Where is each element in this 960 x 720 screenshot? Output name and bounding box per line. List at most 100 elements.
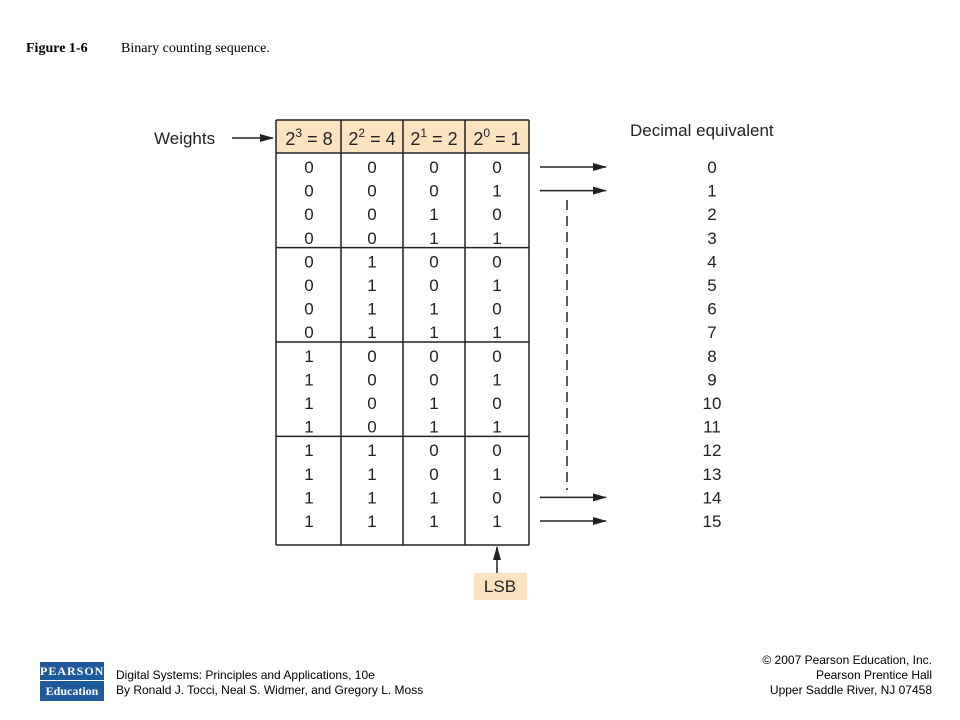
bit-r9-c1: 0 <box>367 370 376 389</box>
decimal-equivalent-label: Decimal equivalent <box>630 121 774 140</box>
bit-r4-c0: 0 <box>304 252 313 271</box>
bit-r5-c2: 0 <box>429 276 438 295</box>
logo-line-1: PEARSON <box>40 662 104 681</box>
bit-r3-c1: 0 <box>367 229 376 248</box>
bit-r15-c1: 1 <box>367 512 376 531</box>
footer-authors: By Ronald J. Tocci, Neal S. Widmer, and … <box>116 683 424 697</box>
decimal-value-9: 9 <box>707 370 716 389</box>
bit-r3-c3: 1 <box>492 229 501 248</box>
bit-r9-c0: 1 <box>304 370 313 389</box>
bit-r7-c3: 1 <box>492 323 501 342</box>
bit-r3-c0: 0 <box>304 229 313 248</box>
decimal-value-15: 15 <box>703 512 722 531</box>
decimal-value-7: 7 <box>707 323 716 342</box>
bit-r10-c3: 0 <box>492 394 501 413</box>
bit-r2-c3: 0 <box>492 205 501 224</box>
lsb-box <box>474 573 527 600</box>
decimal-value-3: 3 <box>707 229 716 248</box>
weight-header-1: 22 = 4 <box>348 126 395 149</box>
bit-r13-c3: 1 <box>492 465 501 484</box>
bit-r6-c0: 0 <box>304 300 313 319</box>
bit-r12-c0: 1 <box>304 441 313 460</box>
bit-r5-c1: 1 <box>367 276 376 295</box>
bit-r12-c2: 0 <box>429 441 438 460</box>
decimal-value-8: 8 <box>707 347 716 366</box>
bit-r2-c1: 0 <box>367 205 376 224</box>
bit-r5-c0: 0 <box>304 276 313 295</box>
bit-r14-c3: 0 <box>492 488 501 507</box>
bit-r0-c3: 0 <box>492 158 501 177</box>
bit-r6-c2: 1 <box>429 300 438 319</box>
decimal-value-5: 5 <box>707 276 716 295</box>
decimal-value-0: 0 <box>707 158 716 177</box>
footer-book-title: Digital Systems: Principles and Applicat… <box>116 668 375 682</box>
weight-header-0: 23 = 8 <box>285 126 332 149</box>
bit-r14-c1: 1 <box>367 488 376 507</box>
bit-r3-c2: 1 <box>429 229 438 248</box>
bit-r4-c2: 0 <box>429 252 438 271</box>
bit-r1-c0: 0 <box>304 182 313 201</box>
figure-caption: Binary counting sequence. <box>121 41 270 56</box>
bit-r6-c3: 0 <box>492 300 501 319</box>
bit-r7-c2: 1 <box>429 323 438 342</box>
bit-r1-c2: 0 <box>429 182 438 201</box>
logo-line-2: Education <box>45 684 99 698</box>
bit-r9-c3: 1 <box>492 370 501 389</box>
bit-r0-c2: 0 <box>429 158 438 177</box>
bit-r7-c1: 1 <box>367 323 376 342</box>
bit-r15-c0: 1 <box>304 512 313 531</box>
bit-r14-c0: 1 <box>304 488 313 507</box>
pearson-education-logo: PEARSON Education <box>40 662 104 701</box>
bit-r8-c0: 1 <box>304 347 313 366</box>
bit-r13-c1: 1 <box>367 465 376 484</box>
decimal-value-14: 14 <box>703 488 722 507</box>
decimal-value-1: 1 <box>707 182 716 201</box>
decimal-value-13: 13 <box>703 465 722 484</box>
decimal-value-6: 6 <box>707 300 716 319</box>
bit-r9-c2: 0 <box>429 370 438 389</box>
bit-r2-c0: 0 <box>304 205 313 224</box>
bit-r0-c0: 0 <box>304 158 313 177</box>
bit-r1-c1: 0 <box>367 182 376 201</box>
bit-r11-c3: 1 <box>492 418 501 437</box>
bit-r10-c1: 0 <box>367 394 376 413</box>
bit-r0-c1: 0 <box>367 158 376 177</box>
footer-location: Upper Saddle River, NJ 07458 <box>769 683 932 697</box>
bit-r7-c0: 0 <box>304 323 313 342</box>
decimal-value-11: 11 <box>703 418 721 437</box>
footer-publisher: Pearson Prentice Hall <box>815 668 932 682</box>
bit-r11-c2: 1 <box>429 418 438 437</box>
weights-label: Weights <box>154 129 215 148</box>
bit-r10-c0: 1 <box>304 394 313 413</box>
bit-r2-c2: 1 <box>429 205 438 224</box>
bit-r6-c1: 1 <box>367 300 376 319</box>
bit-r1-c3: 1 <box>492 182 501 201</box>
bit-r15-c3: 1 <box>492 512 501 531</box>
decimal-value-4: 4 <box>707 252 716 271</box>
bit-r15-c2: 1 <box>429 512 438 531</box>
bit-r10-c2: 1 <box>429 394 438 413</box>
decimal-value-12: 12 <box>703 441 722 460</box>
bit-r4-c3: 0 <box>492 252 501 271</box>
footer-publisher-info: © 2007 Pearson Education, Inc. Pearson P… <box>762 653 932 698</box>
bit-r11-c1: 0 <box>367 418 376 437</box>
bit-r11-c0: 1 <box>304 418 313 437</box>
figure-label: Figure 1-6 <box>26 41 88 56</box>
bit-r12-c1: 1 <box>367 441 376 460</box>
bit-r12-c3: 0 <box>492 441 501 460</box>
bit-r8-c1: 0 <box>367 347 376 366</box>
decimal-value-10: 10 <box>703 394 722 413</box>
bit-r14-c2: 1 <box>429 488 438 507</box>
footer-copyright: © 2007 Pearson Education, Inc. <box>762 653 932 667</box>
bit-r8-c3: 0 <box>492 347 501 366</box>
bit-r8-c2: 0 <box>429 347 438 366</box>
bit-r5-c3: 1 <box>492 276 501 295</box>
footer-book-info: Digital Systems: Principles and Applicat… <box>116 668 423 698</box>
lsb-label: LSB <box>484 577 516 596</box>
bit-r13-c0: 1 <box>304 465 313 484</box>
bit-r13-c2: 0 <box>429 465 438 484</box>
weight-header-3: 20 = 1 <box>473 126 520 149</box>
decimal-value-2: 2 <box>707 205 716 224</box>
bit-r4-c1: 1 <box>367 252 376 271</box>
